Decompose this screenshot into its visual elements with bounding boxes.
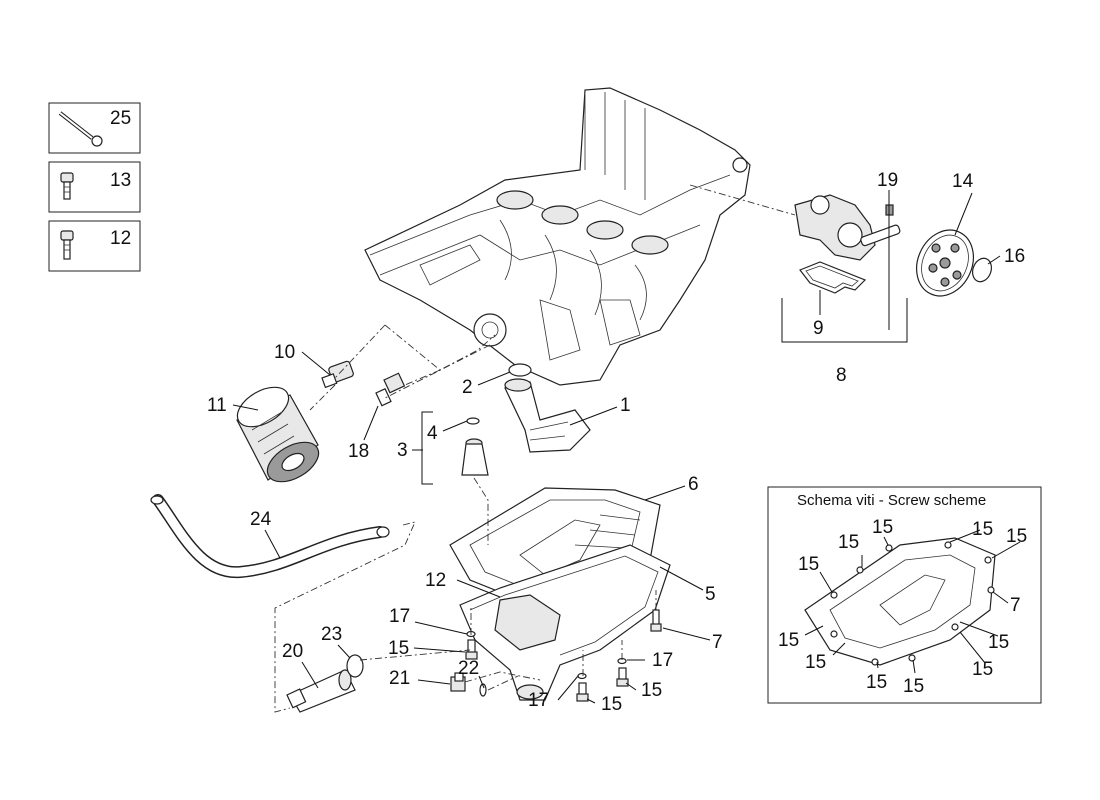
scheme-label-15: 15 bbox=[805, 652, 826, 673]
legend-box-25: 25 bbox=[48, 102, 141, 154]
legend-label-12: 12 bbox=[110, 228, 131, 249]
callout-labels: 1 2 3 4 5 6 7 8 9 10 11 12 14 15 15 15 1… bbox=[207, 170, 1025, 715]
legend-label-25: 25 bbox=[110, 108, 131, 129]
screw-scheme-panel: Schema viti - Screw scheme 15 15 15 15 1… bbox=[767, 486, 1042, 704]
callout-14: 14 bbox=[952, 171, 974, 192]
screw-15-right bbox=[650, 609, 662, 632]
callout-7: 7 bbox=[712, 632, 723, 653]
callout-2: 2 bbox=[462, 377, 473, 398]
scheme-label-15: 15 bbox=[798, 554, 819, 575]
callout-23: 23 bbox=[321, 624, 342, 645]
filter-cover-illustration bbox=[916, 229, 993, 297]
fitting-20-illustration bbox=[286, 669, 356, 713]
crankcase-illustration bbox=[364, 87, 751, 386]
scheme-label-15: 15 bbox=[988, 632, 1009, 653]
scheme-label-15: 15 bbox=[778, 630, 799, 651]
legend-box-13: 13 bbox=[48, 161, 141, 213]
oil-filter-illustration bbox=[236, 386, 320, 483]
screw-scheme-title: Schema viti - Screw scheme bbox=[797, 492, 986, 509]
callout-16: 16 bbox=[1004, 246, 1025, 267]
callout-4: 4 bbox=[427, 423, 438, 444]
breather-pipe-illustration bbox=[150, 494, 390, 579]
bracket-8 bbox=[781, 298, 908, 343]
scheme-label-15: 15 bbox=[838, 532, 859, 553]
scheme-label-15: 15 bbox=[1006, 526, 1027, 547]
callout-17: 17 bbox=[652, 650, 673, 671]
callout-24: 24 bbox=[250, 509, 272, 530]
callout-18: 18 bbox=[348, 441, 369, 462]
callout-5: 5 bbox=[705, 584, 716, 605]
callout-21: 21 bbox=[389, 668, 410, 689]
o-ring-23 bbox=[346, 654, 364, 678]
callout-15: 15 bbox=[641, 680, 662, 701]
callout-22: 22 bbox=[458, 658, 479, 679]
callout-15: 15 bbox=[388, 638, 409, 659]
o-ring-2 bbox=[508, 363, 532, 377]
screw-15-bottom-b bbox=[616, 657, 629, 687]
callout-12: 12 bbox=[425, 570, 446, 591]
callout-6: 6 bbox=[688, 474, 699, 495]
legend-box-12: 12 bbox=[48, 220, 141, 272]
callout-3: 3 bbox=[397, 440, 408, 461]
assembly-lines bbox=[274, 184, 796, 713]
fitting-10-illustration bbox=[321, 360, 354, 389]
callout-8: 8 bbox=[836, 365, 847, 386]
screw-15-bottom-a bbox=[576, 672, 589, 702]
callout-17: 17 bbox=[528, 690, 549, 711]
callout-15: 15 bbox=[601, 694, 622, 715]
washer-22 bbox=[479, 683, 487, 697]
callout-9: 9 bbox=[813, 318, 824, 339]
scheme-label-15: 15 bbox=[866, 672, 887, 693]
callout-1: 1 bbox=[620, 395, 631, 416]
callout-leaders bbox=[232, 192, 1001, 704]
callout-17: 17 bbox=[389, 606, 410, 627]
long-bolt-icon bbox=[58, 111, 103, 147]
scheme-label-15: 15 bbox=[972, 659, 993, 680]
bracket-3 bbox=[421, 411, 433, 485]
callout-10: 10 bbox=[274, 342, 295, 363]
legend-label-13: 13 bbox=[110, 170, 131, 191]
scheme-label-7: 7 bbox=[1010, 595, 1021, 616]
short-bolt-icon bbox=[60, 172, 74, 200]
part-3-4-illustration bbox=[461, 417, 489, 476]
callout-20: 20 bbox=[282, 641, 303, 662]
scheme-label-15: 15 bbox=[903, 676, 924, 697]
oil-sump-illustration bbox=[459, 544, 671, 701]
scheme-label-15: 15 bbox=[872, 517, 893, 538]
callout-19: 19 bbox=[877, 170, 898, 191]
oil-strainer-illustration bbox=[504, 378, 591, 453]
drain-plug-21-illustration bbox=[450, 672, 466, 692]
screw-scheme-gasket bbox=[804, 537, 996, 666]
short-bolt-icon bbox=[60, 230, 74, 260]
oil-pump-illustration bbox=[794, 194, 901, 294]
callout-11: 11 bbox=[207, 395, 227, 416]
sensor-18-illustration bbox=[375, 372, 406, 407]
scheme-label-15: 15 bbox=[972, 519, 993, 540]
